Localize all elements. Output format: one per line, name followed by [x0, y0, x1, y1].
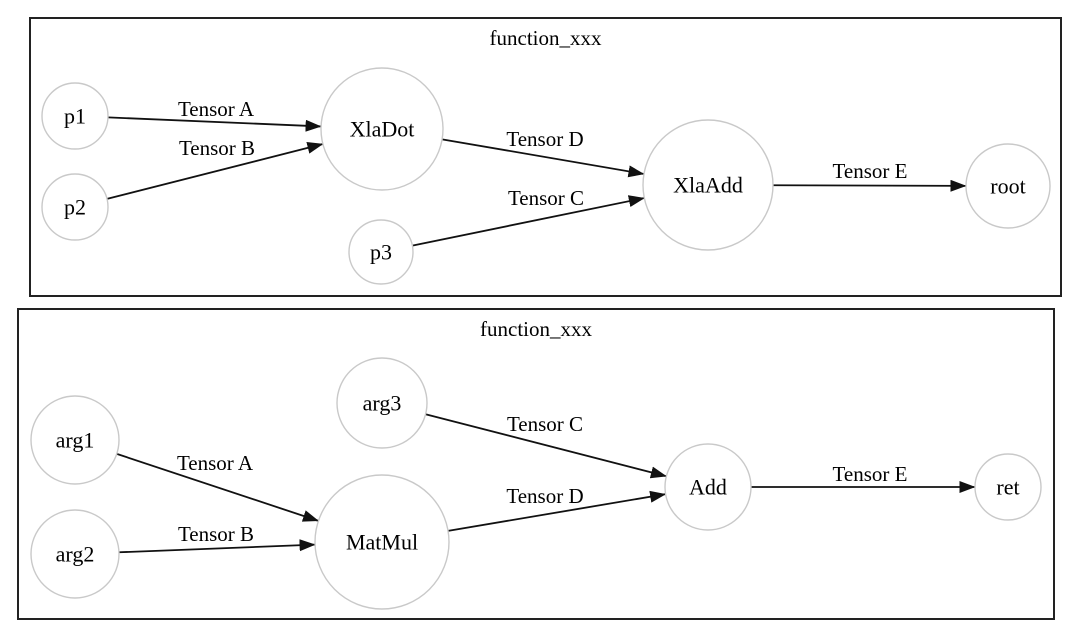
node-label-arg1: arg1: [56, 428, 95, 453]
node-arg2: [30, 509, 120, 599]
edge-p2-to-XlaDot: [106, 142, 324, 200]
node-root: [965, 143, 1051, 229]
edge-label-arg3-to-Add: Tensor C: [507, 412, 583, 436]
node-XlaDot: [320, 67, 444, 191]
node-arg3: [336, 357, 428, 449]
node-XlaAdd: [642, 119, 774, 251]
edge-label-MatMul-to-Add: Tensor D: [506, 484, 583, 508]
edge-label-arg1-to-MatMul: Tensor A: [177, 451, 254, 475]
edge-label-XlaAdd-to-root: Tensor E: [833, 159, 908, 183]
edge-label-p3-to-XlaAdd: Tensor C: [508, 186, 584, 210]
node-p1: [41, 82, 109, 150]
node-label-root: root: [990, 174, 1025, 199]
node-label-ret: ret: [996, 475, 1019, 500]
edge-label-Add-to-ret: Tensor E: [833, 462, 908, 486]
edge-arg3-to-Add: [425, 413, 667, 479]
edge-label-arg2-to-MatMul: Tensor B: [178, 522, 254, 546]
node-label-Add: Add: [689, 475, 727, 500]
node-label-p3: p3: [370, 240, 392, 265]
edge-arg1-to-MatMul: [116, 453, 319, 522]
edge-p1-to-XlaDot: [107, 116, 322, 132]
node-label-arg2: arg2: [56, 542, 95, 567]
edge-XlaDot-to-XlaAdd: [441, 138, 645, 178]
node-label-p1: p1: [64, 104, 86, 129]
node-label-MatMul: MatMul: [346, 530, 418, 555]
edge-label-p2-to-XlaDot: Tensor B: [179, 136, 255, 160]
node-p2: [41, 173, 109, 241]
node-label-XlaAdd: XlaAdd: [673, 173, 743, 198]
node-Add: [664, 443, 752, 531]
node-ret: [974, 453, 1042, 521]
node-label-XlaDot: XlaDot: [350, 117, 415, 142]
edge-XlaAdd-to-root: [772, 179, 967, 192]
node-p3: [348, 219, 414, 285]
edge-MatMul-to-Add: [447, 490, 667, 532]
node-MatMul: [314, 474, 450, 610]
panel-frame-bottom: [17, 308, 1055, 620]
panel-title-top: function_xxx: [490, 26, 602, 50]
edge-label-p1-to-XlaDot: Tensor A: [178, 97, 255, 121]
edge-p3-to-XlaAdd: [412, 195, 645, 247]
node-label-p2: p2: [64, 195, 86, 220]
panel-title-bottom: function_xxx: [480, 317, 592, 341]
edge-arg2-to-MatMul: [118, 539, 316, 554]
edge-label-XlaDot-to-XlaAdd: Tensor D: [506, 127, 583, 151]
node-arg1: [30, 395, 120, 485]
node-label-arg3: arg3: [363, 391, 402, 416]
